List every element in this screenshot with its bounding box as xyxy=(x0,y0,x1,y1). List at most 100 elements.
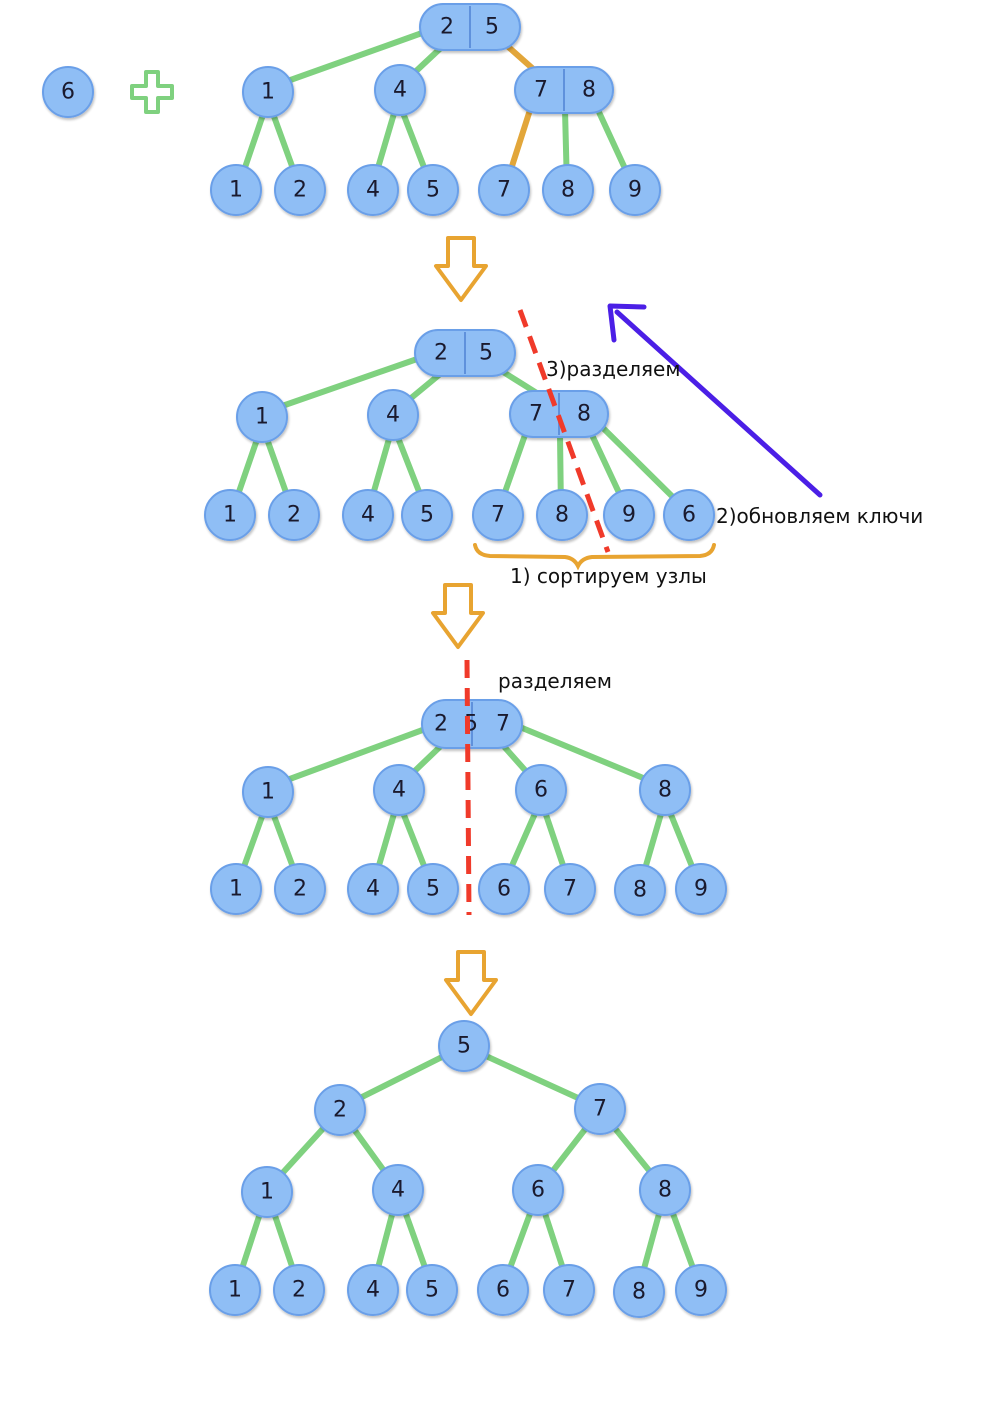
leaf-node: 7 xyxy=(478,164,530,216)
leaf-node: 4 xyxy=(342,489,394,541)
leaf-node: 6 xyxy=(477,1264,529,1316)
stage-3: 2 5 7 1 4 6 8 1 2 4 5 6 7 8 9 разделяем xyxy=(210,659,727,916)
key: 6 xyxy=(496,1278,510,1303)
leaf-node: 9 xyxy=(675,863,727,915)
stage-2-internal-node: 4 xyxy=(367,389,419,441)
key: 7 xyxy=(529,402,543,427)
stage-3-internal-node: 8 xyxy=(639,764,691,816)
key: 1 xyxy=(228,1278,242,1303)
stage-4-internal-node: 2 xyxy=(314,1084,366,1136)
key: 1 xyxy=(229,877,243,902)
stage-1-internal-node: 4 xyxy=(374,64,426,116)
stage-4-leaves: 1 2 4 5 6 7 8 9 xyxy=(209,1264,727,1318)
leaf-node: 1 xyxy=(209,1264,261,1316)
stage-1-leaves: 1 2 4 5 7 8 9 xyxy=(210,164,661,216)
key: 2 xyxy=(333,1098,347,1123)
split-label: разделяем xyxy=(498,669,612,693)
key: 1 xyxy=(260,1180,274,1205)
key: 8 xyxy=(632,1280,646,1305)
key: 2 xyxy=(292,1278,306,1303)
key: 8 xyxy=(577,402,591,427)
key: 6 xyxy=(497,877,511,902)
stage-3-internal-node: 4 xyxy=(373,764,425,816)
stage-4-internal-node: 8 xyxy=(639,1164,691,1216)
key: 8 xyxy=(555,503,569,528)
leaf-node: 6 xyxy=(663,489,715,541)
stage-2: 2 5 1 4 7 8 1 2 4 5 7 8 9 6 xyxy=(204,303,923,588)
key: 9 xyxy=(694,877,708,902)
key: 4 xyxy=(386,403,400,428)
leaf-node: 8 xyxy=(536,489,588,541)
stage-4-root-node: 5 xyxy=(438,1020,490,1072)
key: 5 xyxy=(420,503,434,528)
sort-brace xyxy=(473,543,716,571)
leaf-node: 2 xyxy=(273,1264,325,1316)
leaf-node: 2 xyxy=(268,489,320,541)
key: 4 xyxy=(366,178,380,203)
stage-1: 6 2 5 1 4 7 8 1 2 xyxy=(42,3,661,216)
key: 7 xyxy=(593,1097,607,1122)
sort-nodes-label: 1) сортируем узлы xyxy=(510,564,707,588)
stage-3-leaves: 1 2 4 5 6 7 8 9 xyxy=(210,863,727,916)
arrow-icon xyxy=(607,303,823,498)
key: 7 xyxy=(534,78,548,103)
leaf-node: 4 xyxy=(347,863,399,915)
stage-1-root-node: 2 5 xyxy=(419,3,521,51)
key: 4 xyxy=(361,503,375,528)
key: 7 xyxy=(563,877,577,902)
split-line xyxy=(464,659,472,916)
leaf-node: 4 xyxy=(347,164,399,216)
leaf-node: 2 xyxy=(274,863,326,915)
stage-4-edges xyxy=(233,1043,703,1290)
key: 7 xyxy=(497,178,511,203)
leaf-node: 5 xyxy=(407,863,459,915)
leaf-node: 5 xyxy=(406,1264,458,1316)
key: 8 xyxy=(582,78,596,103)
leaf-node: 8 xyxy=(542,164,594,216)
leaf-node: 7 xyxy=(472,489,524,541)
key: 5 xyxy=(425,1278,439,1303)
stage-4: 5 2 7 1 4 6 8 1 2 4 5 6 7 8 9 xyxy=(209,1020,727,1318)
key: 5 xyxy=(485,15,499,40)
key: 4 xyxy=(366,877,380,902)
key: 5 xyxy=(426,178,440,203)
stage-1-internal-node-7-8: 7 8 xyxy=(514,66,614,114)
leaf-node: 1 xyxy=(210,863,262,915)
stage-3-internal-node: 1 xyxy=(242,766,294,818)
leaf-node: 1 xyxy=(204,489,256,541)
key: 5 xyxy=(479,341,493,366)
leaf-node: 9 xyxy=(675,1264,727,1316)
key: 5 xyxy=(457,1034,471,1059)
leaf-node: 9 xyxy=(603,489,655,541)
key: 6 xyxy=(682,503,696,528)
key: 8 xyxy=(658,1178,672,1203)
down-arrow-icon xyxy=(431,583,485,649)
stage-4-internal-node: 6 xyxy=(512,1164,564,1216)
stage-2-leaves: 1 2 4 5 7 8 9 6 xyxy=(204,489,715,541)
key: 7 xyxy=(496,712,510,737)
key: 1 xyxy=(261,80,275,105)
key: 7 xyxy=(562,1278,576,1303)
leaf-node: 7 xyxy=(544,863,596,915)
stage-2-root-node: 2 5 xyxy=(414,329,516,377)
stage-2-internal-node-7-8: 7 8 xyxy=(509,390,609,438)
key: 2 xyxy=(440,15,454,40)
key: 6 xyxy=(531,1178,545,1203)
stage-2-edges xyxy=(229,355,691,515)
leaf-node: 8 xyxy=(614,864,666,916)
key: 8 xyxy=(561,178,575,203)
key: 4 xyxy=(391,1178,405,1203)
stage-4-internal-node: 4 xyxy=(372,1164,424,1216)
key: 2 xyxy=(434,341,448,366)
key: 5 xyxy=(426,877,440,902)
key: 7 xyxy=(491,503,505,528)
leaf-node: 6 xyxy=(478,863,530,915)
key: 1 xyxy=(255,405,269,430)
leaf-node: 9 xyxy=(609,164,661,216)
leaf-node: 7 xyxy=(543,1264,595,1316)
key: 4 xyxy=(366,1278,380,1303)
key: 8 xyxy=(633,878,647,903)
leaf-node: 4 xyxy=(347,1264,399,1316)
split-line xyxy=(517,309,611,553)
